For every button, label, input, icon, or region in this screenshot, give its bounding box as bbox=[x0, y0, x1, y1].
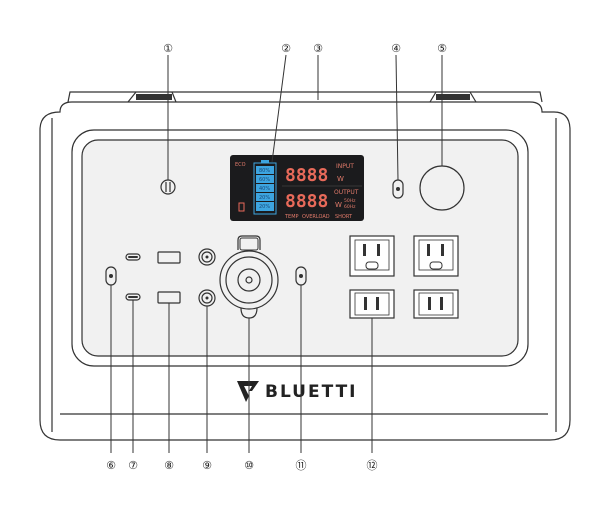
car-outlet[interactable] bbox=[219, 235, 279, 319]
lcd-warning-temp: TEMP bbox=[284, 214, 299, 220]
ac-outlets[interactable] bbox=[349, 235, 459, 319]
ac-outlet-4[interactable] bbox=[413, 289, 459, 319]
lcd-eco-label: ECO bbox=[235, 162, 246, 168]
ac-outlet-2[interactable] bbox=[413, 235, 459, 277]
callout-11: ⑪ bbox=[296, 459, 307, 472]
battery-level-4: 20% bbox=[259, 195, 270, 201]
lcd-display: ECO INPUT 8888 W OUTPUT 8888 W 50Hz 60Hz… bbox=[230, 155, 364, 221]
lcd-output-value: 8888 bbox=[285, 191, 328, 212]
lcd-input-value: 8888 bbox=[285, 165, 328, 186]
lcd-output-label: OUTPUT bbox=[334, 189, 359, 196]
callouts: ① ② ③ ④ ⑤ ⑥ ⑦ ⑧ ⑨ ⑩ ⑪ ⑫ bbox=[106, 42, 447, 472]
callout-1: ① bbox=[163, 42, 173, 55]
device-body bbox=[39, 91, 571, 441]
battery-level-5: 20% bbox=[259, 204, 270, 210]
callout-3: ③ bbox=[313, 42, 323, 55]
lcd-output-unit: W bbox=[335, 201, 342, 209]
callout-9: ⑨ bbox=[202, 459, 212, 472]
brand-logo: BLUETTI bbox=[237, 381, 358, 402]
leader-lines bbox=[110, 54, 443, 453]
callout-5: ⑤ bbox=[437, 42, 447, 55]
callout-8: ⑧ bbox=[164, 459, 174, 472]
lcd-warning-short: SHORT bbox=[335, 214, 353, 220]
dc-5521-ports[interactable] bbox=[198, 248, 216, 307]
callout-4: ④ bbox=[391, 42, 401, 55]
callout-10: ⑩ bbox=[244, 459, 254, 472]
battery-level-3: 40% bbox=[259, 186, 270, 192]
callout-2: ② bbox=[281, 42, 291, 55]
battery-gauge: 80% 60% 40% 20% 20% bbox=[253, 160, 277, 215]
lcd-hz-top: 50Hz bbox=[344, 198, 356, 204]
lcd-warning-overload: OVERLOAD bbox=[302, 214, 330, 220]
usb-c-ports[interactable] bbox=[125, 253, 141, 301]
lcd-warning-icon bbox=[238, 202, 245, 212]
ac-outlet-3[interactable] bbox=[349, 289, 395, 319]
brand-logo-icon bbox=[237, 381, 259, 402]
callout-12: ⑫ bbox=[367, 459, 378, 472]
battery-level-1: 80% bbox=[259, 168, 270, 174]
callout-7: ⑦ bbox=[128, 459, 138, 472]
battery-level-2: 60% bbox=[259, 177, 270, 183]
lcd-input-unit: W bbox=[337, 175, 344, 183]
callout-6: ⑥ bbox=[106, 459, 116, 472]
lcd-input-label: INPUT bbox=[336, 163, 354, 170]
lcd-hz-bottom: 60Hz bbox=[344, 204, 356, 210]
ac-outlet-1[interactable] bbox=[349, 235, 395, 277]
brand-name: BLUETTI bbox=[265, 382, 358, 402]
